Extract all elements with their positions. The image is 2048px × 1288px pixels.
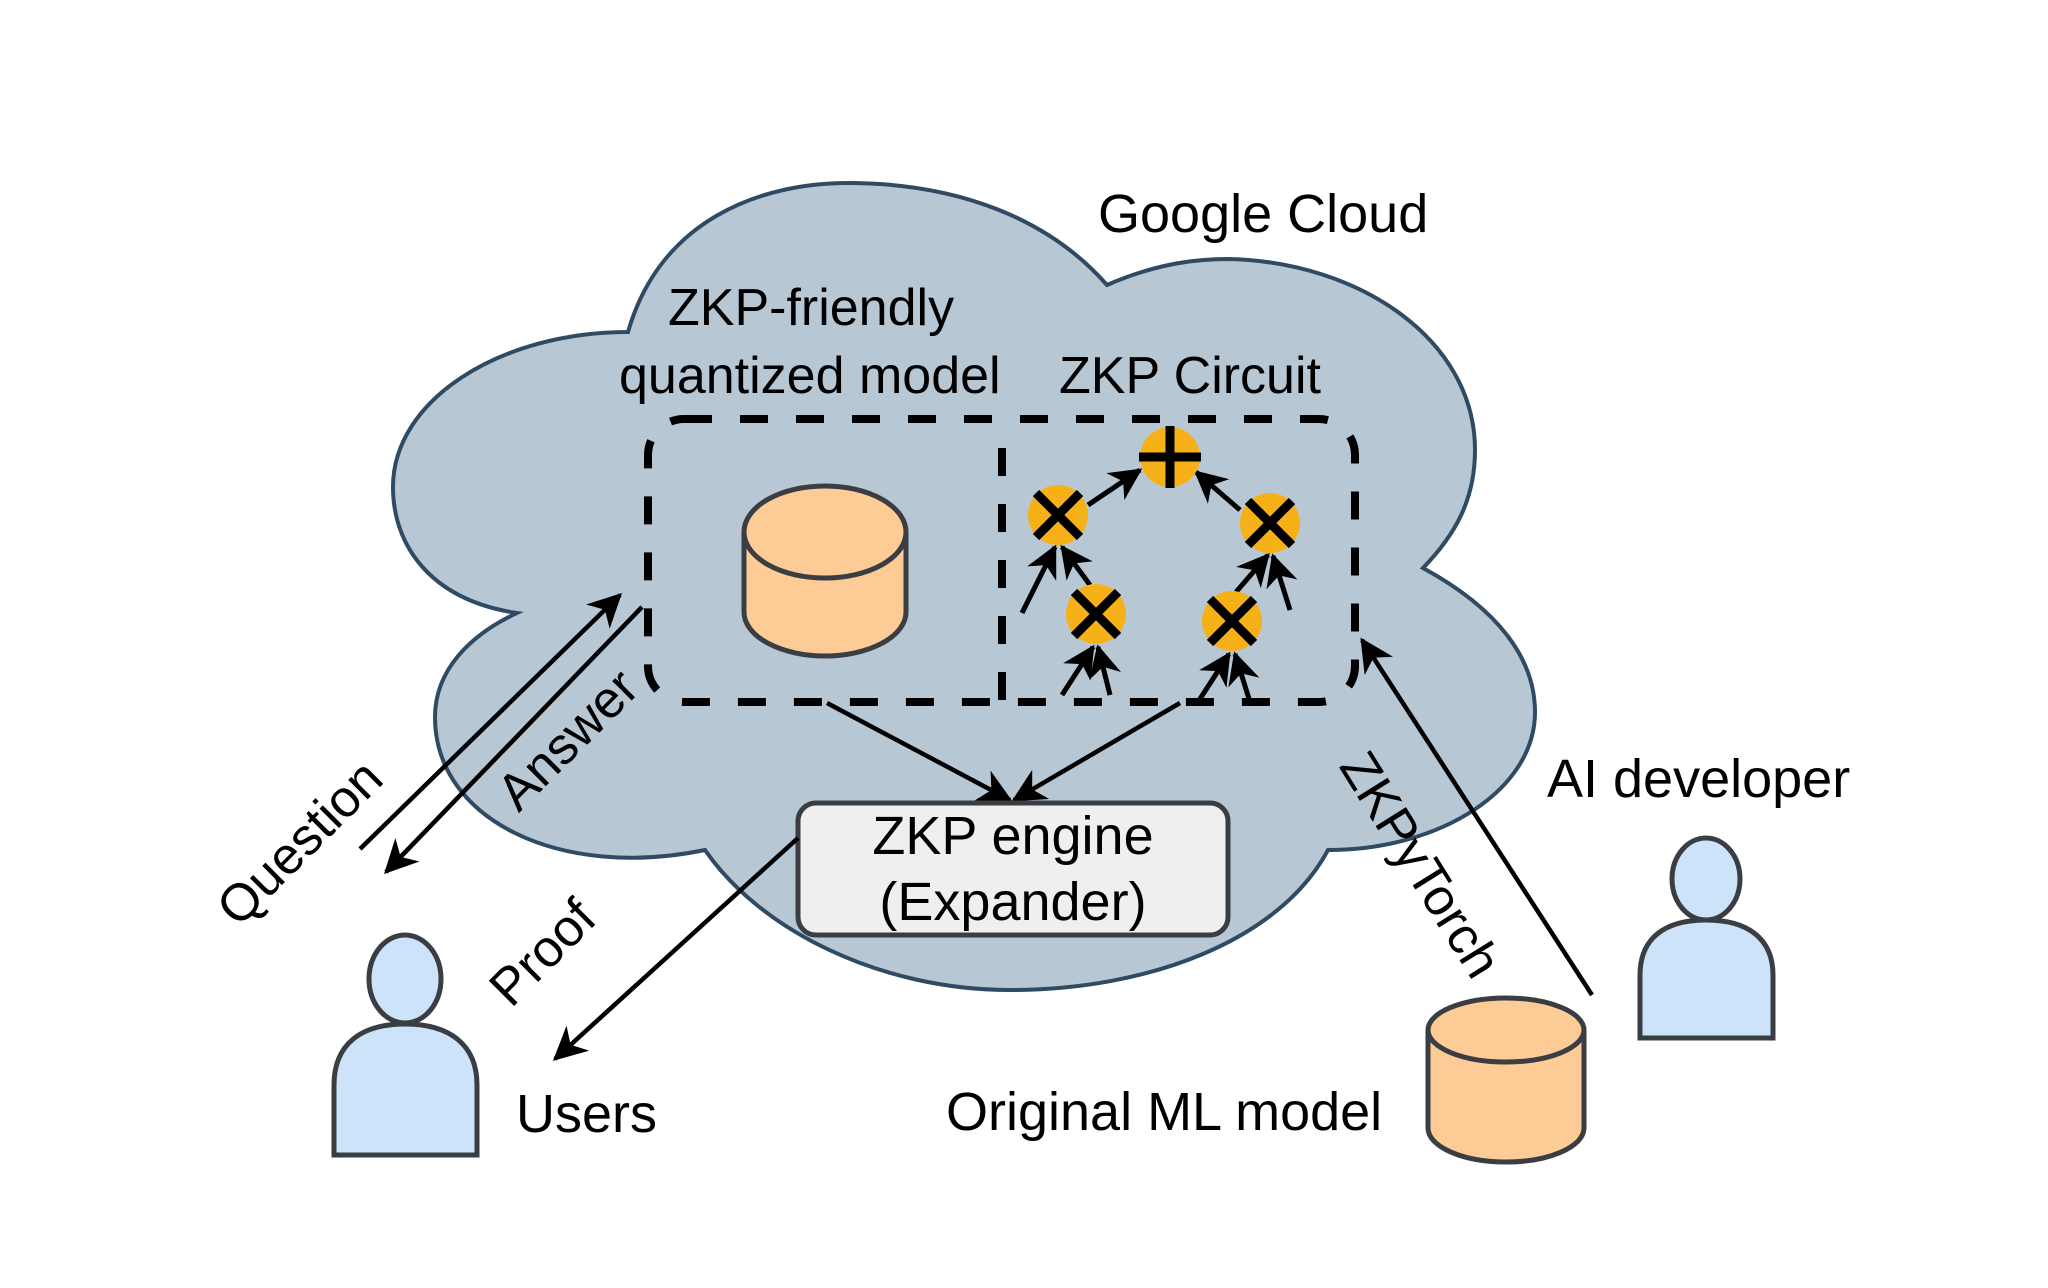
original-model-label: Original ML model [946, 1082, 1382, 1142]
engine-label-line2: (Expander) [879, 872, 1146, 932]
zkp-engine-box[interactable]: ZKP engine (Expander) [795, 800, 1231, 938]
circuit-node-mul1 [1028, 485, 1088, 545]
ai-developer-label: AI developer [1547, 749, 1850, 809]
zkpytorch-arrow [1360, 637, 1594, 997]
circuit-edge [1193, 470, 1242, 512]
circuit-edge [1019, 544, 1058, 615]
proof-label: Proof [479, 888, 608, 1017]
times-icon [1070, 588, 1122, 640]
cloud-label: Google Cloud [1098, 184, 1428, 244]
answer-arrow [384, 605, 644, 875]
circuit-node-mul4 [1202, 591, 1262, 651]
quantized-model-database-icon [741, 483, 909, 659]
original-model-database-icon [1425, 995, 1587, 1165]
circuit-node-add [1139, 426, 1201, 488]
circuit-node-mul3 [1066, 584, 1126, 644]
circuit-to-engine-arrow [1011, 701, 1182, 802]
model-label-line2: quantized model [619, 347, 1001, 405]
circuit-nodes [1028, 426, 1300, 651]
times-icon [1032, 489, 1084, 541]
question-arrow [358, 593, 623, 851]
model-label-line1: ZKP-friendly [668, 279, 954, 337]
users-label: Users [516, 1084, 657, 1144]
model-container [644, 415, 1359, 706]
circuit-edge [1059, 644, 1096, 697]
plus-icon [1139, 426, 1201, 488]
circuit-edge [1089, 644, 1121, 696]
times-icon [1206, 595, 1258, 647]
circuit-edge [1195, 651, 1232, 704]
circuit-edge [1086, 467, 1143, 508]
circuit-edge [1234, 552, 1270, 594]
users-person-icon [331, 932, 480, 1158]
google-cloud-shape [390, 180, 1538, 993]
circuit-edge [1228, 651, 1260, 703]
circuit-label: ZKP Circuit [1059, 347, 1322, 405]
engine-label-line1: ZKP engine [872, 806, 1153, 866]
circuit-edges [1019, 467, 1298, 704]
proof-arrow [552, 836, 800, 1061]
circuit-edge [1059, 544, 1093, 587]
ai-developer-person-icon [1637, 835, 1776, 1041]
circuit-node-mul2 [1240, 493, 1300, 553]
times-icon [1244, 497, 1296, 549]
model-to-engine-arrow [825, 701, 1013, 802]
circuit-edge [1266, 553, 1298, 611]
